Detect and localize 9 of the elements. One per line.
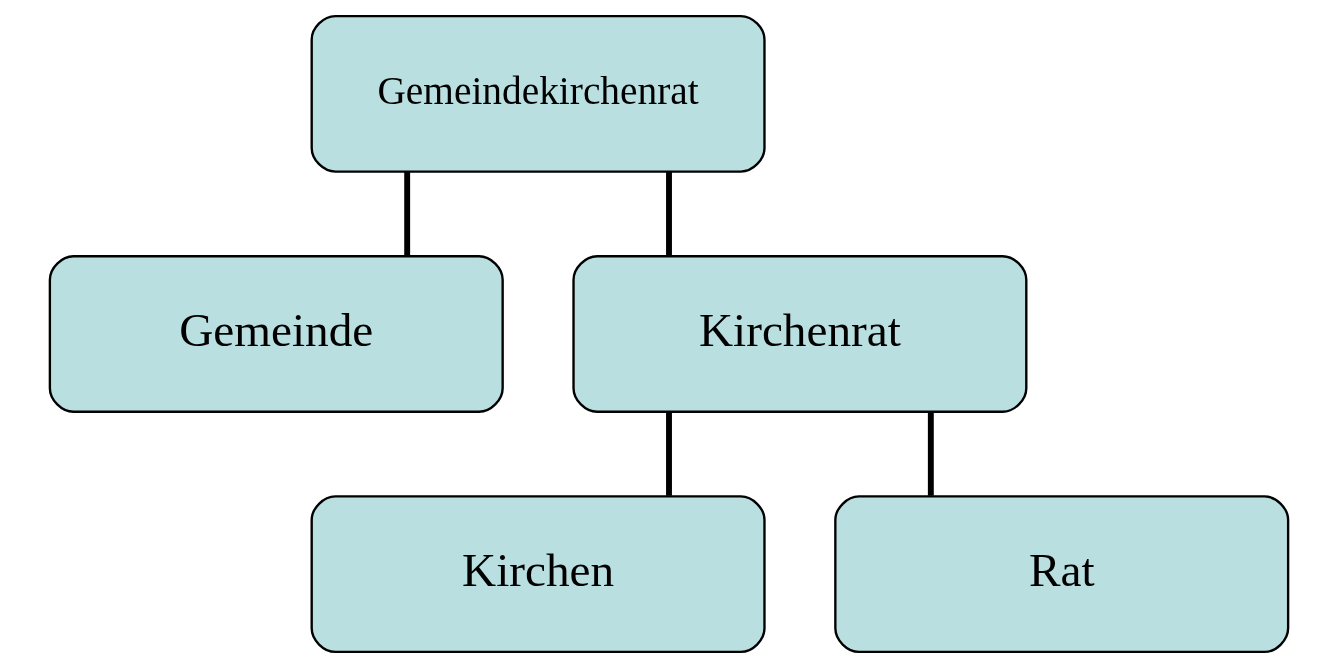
node-box: Gemeinde (48, 255, 504, 413)
connector (666, 171, 672, 256)
connector (927, 412, 934, 496)
node-box: Kirchen (310, 495, 766, 654)
connector (404, 171, 411, 256)
node-box: Kirchenrat (572, 255, 1028, 413)
node-box: Gemeindekirchenrat (310, 14, 766, 173)
node-box: Rat (834, 495, 1290, 654)
connector (666, 412, 672, 496)
